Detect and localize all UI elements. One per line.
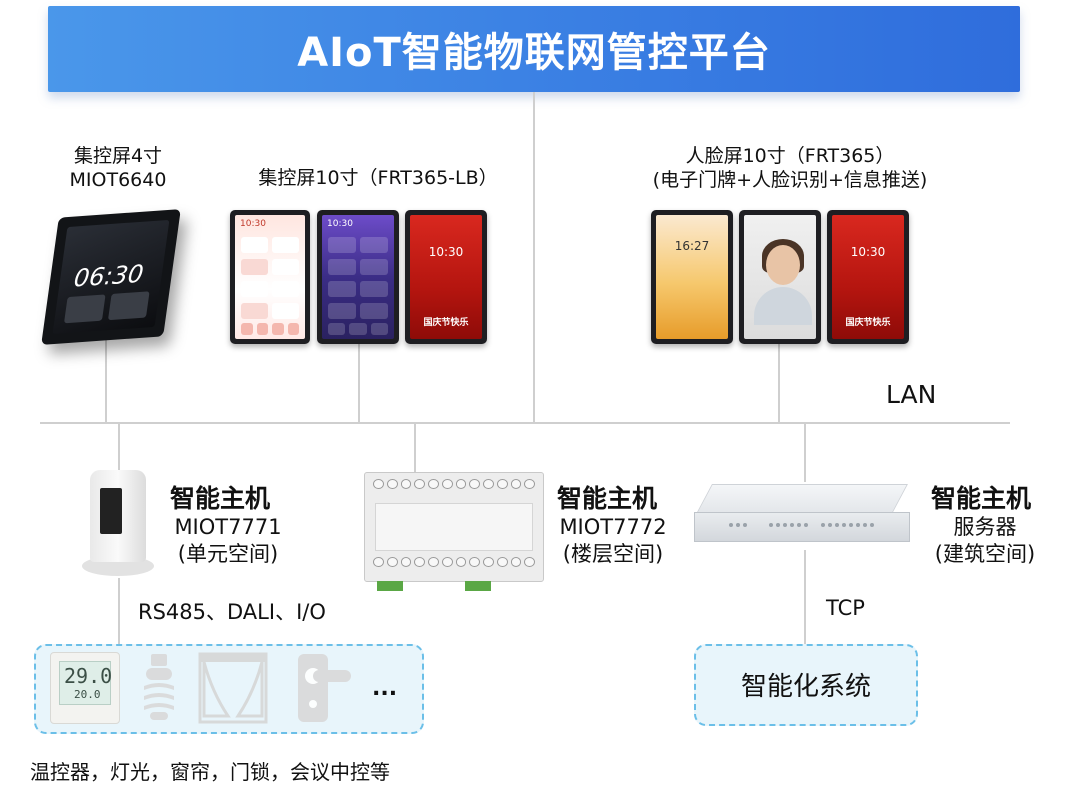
person-face-icon	[766, 245, 800, 285]
tablet-caption: 国庆节快乐	[423, 318, 469, 328]
tablet-caption: 国庆节快乐	[845, 318, 891, 328]
connector-line	[533, 92, 535, 422]
page-title: AIoT智能物联网管控平台	[297, 30, 771, 76]
host-front-panel	[375, 503, 533, 551]
host3-scope: (建筑空间)	[934, 542, 1036, 566]
panel4-tile	[107, 291, 150, 321]
host2-scope: (楼层空间)	[562, 542, 664, 566]
control-panel-screen: 06:30	[52, 219, 170, 335]
intelligent-systems-box	[694, 644, 918, 726]
person-body	[754, 287, 812, 325]
tablet-screen: 10:30 国庆节快乐	[832, 215, 904, 339]
panel4-tile	[63, 294, 106, 324]
field-bus-label: RS485、DALI、I/O	[138, 600, 326, 624]
tablet-screen: 10:30 国庆节快乐	[410, 215, 482, 339]
host1-model: MIOT7771	[174, 515, 282, 539]
panel4-time: 06:30	[72, 259, 146, 293]
panel10-label: 集控屏10寸（FRT365-LB）	[258, 167, 498, 189]
connector-line	[804, 550, 806, 644]
smart-host-server	[694, 484, 910, 546]
connector-line	[414, 422, 416, 472]
control-panel-4inch: 06:30	[41, 209, 181, 345]
thermostat-device: 29.0 20.0	[50, 652, 120, 724]
tablet-screen: 10:30	[235, 215, 305, 339]
host-display	[100, 488, 122, 534]
curtain-icon	[198, 652, 268, 724]
thermostat-setpoint: 20.0	[74, 688, 101, 701]
control-panel-10inch-light: 10:30	[230, 210, 310, 344]
face10-name: 人脸屏10寸（FRT365）	[685, 145, 895, 167]
host2-model: MIOT7772	[559, 515, 667, 539]
thermostat-screen: 29.0 20.0	[59, 661, 113, 705]
control-panel-10inch-purple: 10:30	[317, 210, 399, 344]
tablet-time: 10:30	[327, 219, 353, 229]
tablet-screen: 10:30	[322, 215, 394, 339]
panel4-model: MIOT6640	[69, 169, 167, 191]
face10-label: 人脸屏10寸（FRT365） (电子门牌+人脸识别+信息推送)	[620, 144, 960, 192]
host1-title: 智能主机	[170, 484, 271, 513]
tablet-screen: 16:27	[656, 215, 728, 339]
tcp-label: TCP	[826, 596, 865, 620]
tablet-screen	[744, 215, 816, 339]
host2-title: 智能主机	[557, 484, 658, 513]
host1-scope: (单元空间)	[177, 542, 279, 566]
face10-features: (电子门牌+人脸识别+信息推送)	[652, 169, 928, 191]
connector-line	[105, 336, 107, 422]
face-screen-red: 10:30 国庆节快乐	[827, 210, 909, 344]
lightbulb-icon	[144, 654, 174, 720]
connector-line	[804, 422, 806, 482]
tablet-time: 10:30	[428, 245, 464, 259]
lan-bus-line	[40, 422, 1010, 424]
connector-line	[118, 578, 120, 646]
field-devices-caption: 温控器，灯光，窗帘，门锁，会议中控等	[30, 760, 390, 784]
panel4-label: 集控屏4寸 MIOT6640	[50, 144, 186, 192]
smart-host-din-rail	[364, 472, 544, 591]
connector-line	[118, 422, 120, 472]
intelligent-systems-label: 智能化系统	[740, 672, 871, 702]
face-screen-sunrise: 16:27	[651, 210, 733, 344]
thermostat-temp: 29.0	[64, 664, 113, 688]
lan-label: LAN	[886, 380, 937, 409]
connector-line	[778, 344, 780, 422]
panel4-name: 集控屏4寸	[73, 145, 163, 167]
host3-model: 服务器	[953, 515, 1017, 539]
control-panel-10inch-red: 10:30 国庆节快乐	[405, 210, 487, 344]
host3-title: 智能主机	[931, 484, 1032, 513]
connector-line	[358, 344, 360, 422]
tablet-time: 10:30	[240, 219, 266, 229]
tablet-time: 16:27	[674, 239, 710, 253]
smart-host-unit	[82, 470, 154, 576]
door-lock-icon	[298, 654, 351, 722]
face-screen-recognition	[739, 210, 821, 344]
more-devices-ellipsis: ...	[372, 676, 398, 701]
tablet-time: 10:30	[850, 245, 886, 259]
header-banner: AIoT智能物联网管控平台	[48, 6, 1020, 92]
